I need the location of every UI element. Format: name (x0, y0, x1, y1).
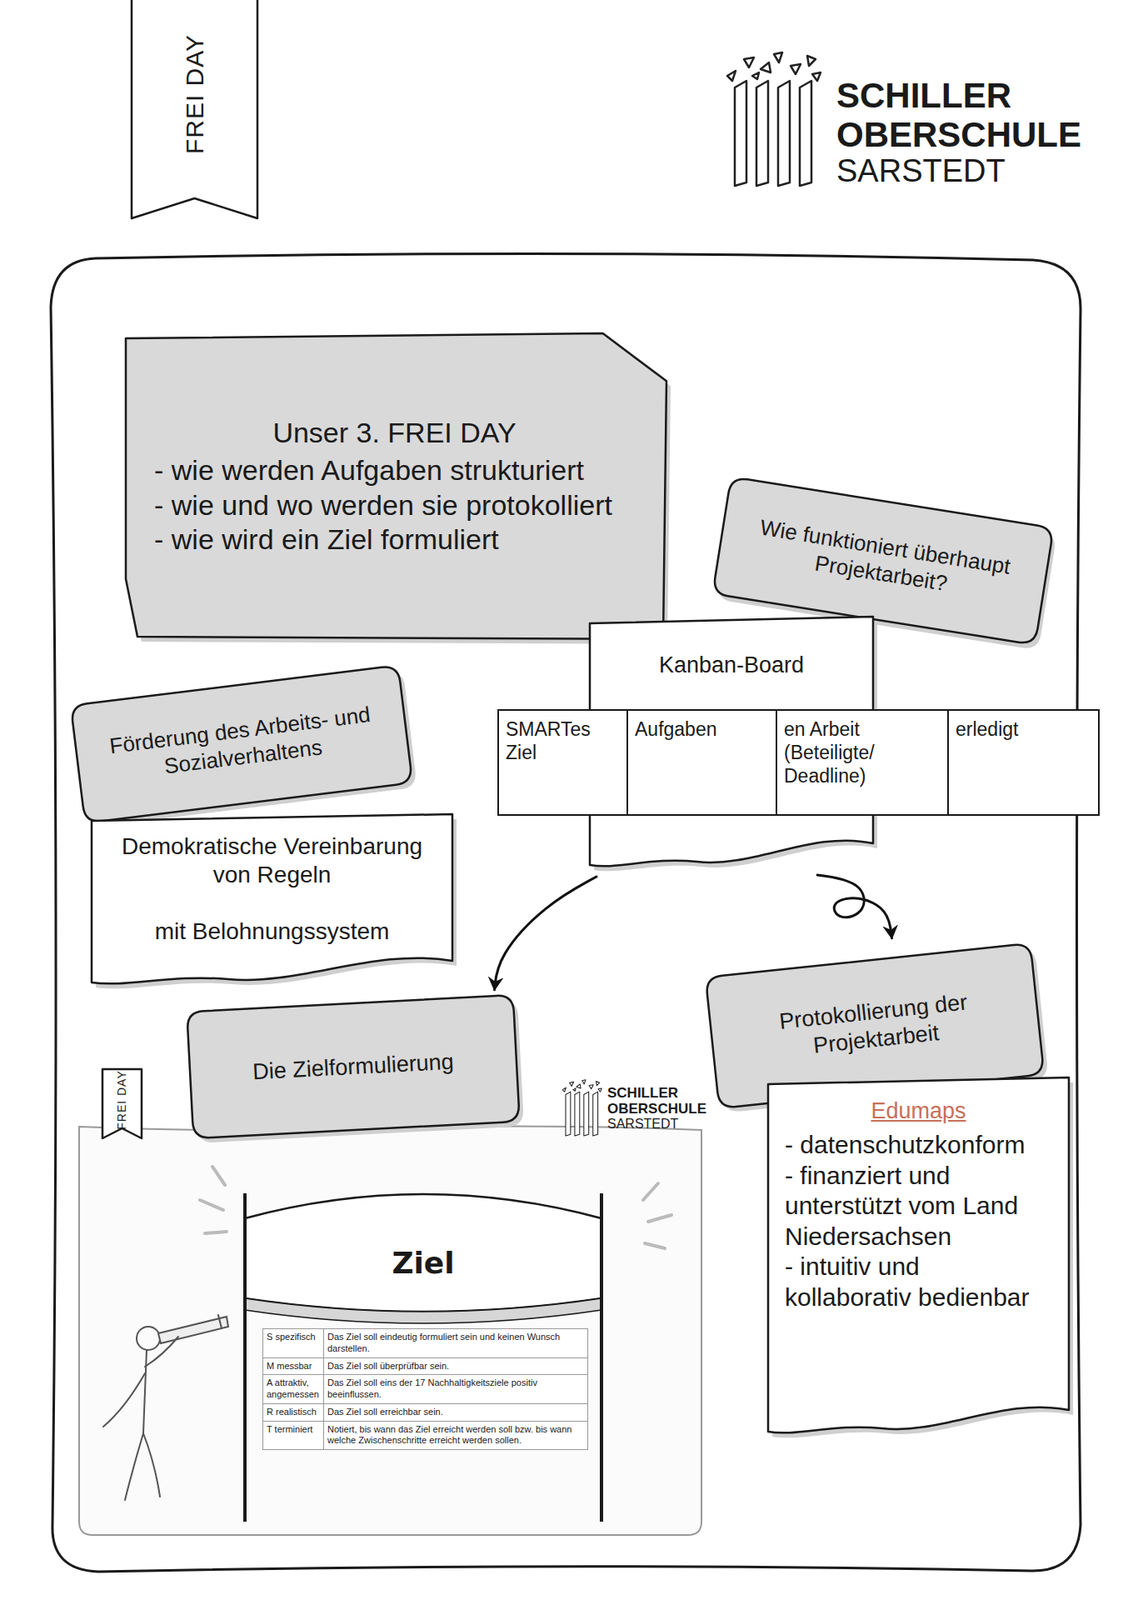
text-holder: Die Zielformulierung (184, 993, 522, 1141)
table-cell-term: S spezifisch (263, 1328, 325, 1358)
table-cell: Das Ziel soll überprüfbar sein. (324, 1357, 589, 1375)
ribbon-banner: FREI DAY (130, 0, 259, 220)
goal-banner (244, 1192, 602, 1522)
table-cell-term: M messbar (263, 1357, 325, 1375)
table-cell-term: T terminiert (263, 1420, 325, 1450)
table-header: erledigt (948, 709, 1099, 815)
agenda-box: Unser 3. FREI DAY- wie werden Aufgaben s… (124, 331, 669, 641)
logo-text: SARSTEDT (836, 154, 1006, 187)
node-text: Kanban-Board (601, 651, 862, 679)
text-holder: FREI DAY (179, 34, 210, 155)
node-body-text: - wie wird ein Ziel formuliert (154, 522, 635, 557)
ribbon-banner: FREI DAY (101, 1068, 143, 1139)
banner-title: Ziel (244, 1247, 602, 1278)
node-text: FREI DAY (114, 1069, 130, 1130)
note-box: Edumaps - datenschutzkonform- finanziert … (766, 1075, 1071, 1438)
outline (125, 333, 667, 639)
text-holder: Förderung des Arbeits- und Sozialverhalt… (69, 663, 415, 825)
outline (186, 994, 520, 1138)
node-text: Unser 3. FREI DAY (154, 415, 635, 450)
embedded-image (79, 1079, 702, 1535)
rays (199, 1166, 672, 1248)
node-body-text: - datenschutzkonform (784, 1129, 1053, 1161)
table-cell: Das Ziel soll eins der 17 Nachhaltigkeit… (324, 1374, 589, 1404)
outline (70, 664, 413, 823)
logo-mark (727, 52, 821, 186)
image-frame (79, 1125, 702, 1535)
table-header: en Arbeit (Beteiligte/ Deadline) (776, 709, 949, 815)
logo-text: SARSTEDT (607, 1117, 679, 1131)
node-body-text: - intuitiv und kollaborativ bedienbar (784, 1251, 1053, 1313)
table-cell: Das Ziel soll erreichbar sein. (324, 1402, 589, 1421)
text-holder: FREI DAY (114, 1069, 130, 1130)
logo-text: SCHILLER (836, 78, 1012, 114)
node-text: FREI DAY (179, 34, 210, 155)
kanban-table: SMARTes ZielAufgabenen Arbeit (Beteiligt… (497, 708, 1100, 816)
rules-box: Demokratische Vereinbarung von Regeln mit… (89, 812, 455, 989)
node-outline (124, 331, 669, 641)
outline (131, 0, 258, 219)
outline (91, 813, 453, 984)
logo-text: OBERSCHULE (607, 1101, 707, 1116)
table-header: SMARTes Ziel (498, 709, 628, 815)
node-text: Wie funktioniert überhaupt Projektarbeit… (733, 511, 1033, 610)
outline (102, 1068, 142, 1138)
table-header: Aufgaben (627, 709, 777, 815)
node-text: Die Zielformulierung (205, 1044, 500, 1088)
node-text: Protokollierung der Projektarbeit (726, 983, 1024, 1069)
arrow-connector (494, 876, 597, 990)
node-text: Förderung des Arbeits- und Sozialverhalt… (90, 699, 392, 789)
outline (768, 1077, 1069, 1433)
table-cell: Notiert, bis wann das Ziel erreicht werd… (324, 1420, 589, 1450)
table-cell-term: A attraktiv, angemessen (263, 1374, 325, 1404)
node-text: Edumaps (784, 1097, 1053, 1125)
logo-mark-small (562, 1079, 602, 1136)
topic-box: Die Zielformulierung (184, 993, 522, 1141)
topic-box: Förderung des Arbeits- und Sozialverhalt… (69, 663, 415, 825)
table-cell-term: R realistisch (263, 1402, 325, 1421)
smart-table: S spezifischDas Ziel soll eindeutig form… (262, 1327, 589, 1450)
text-holder: Unser 3. FREI DAY- wie werden Aufgaben s… (124, 331, 669, 641)
node-body-text: - wie werden Aufgaben strukturiert (154, 453, 635, 488)
logo-text: OBERSCHULE (836, 117, 1082, 153)
text-holder: Edumaps - datenschutzkonform- finanziert … (766, 1075, 1071, 1438)
node-text: Demokratische Vereinbarung von Regeln (106, 832, 438, 889)
node-body-text: - wie und wo werden sie protokolliert (154, 488, 635, 523)
text-holder: Demokratische Vereinbarung von Regeln mit… (89, 812, 455, 989)
node-body-text: - finanziert und unterstützt vom Land Ni… (784, 1160, 1053, 1253)
page-frame (50, 253, 1081, 1572)
stick-figure (103, 1314, 229, 1500)
arrow-connector (817, 874, 892, 939)
node-body-text: mit Belohnungssystem (106, 917, 438, 946)
table-cell: Das Ziel soll eindeutig formuliert sein … (324, 1328, 589, 1358)
logo-text: SCHILLER (607, 1085, 679, 1100)
